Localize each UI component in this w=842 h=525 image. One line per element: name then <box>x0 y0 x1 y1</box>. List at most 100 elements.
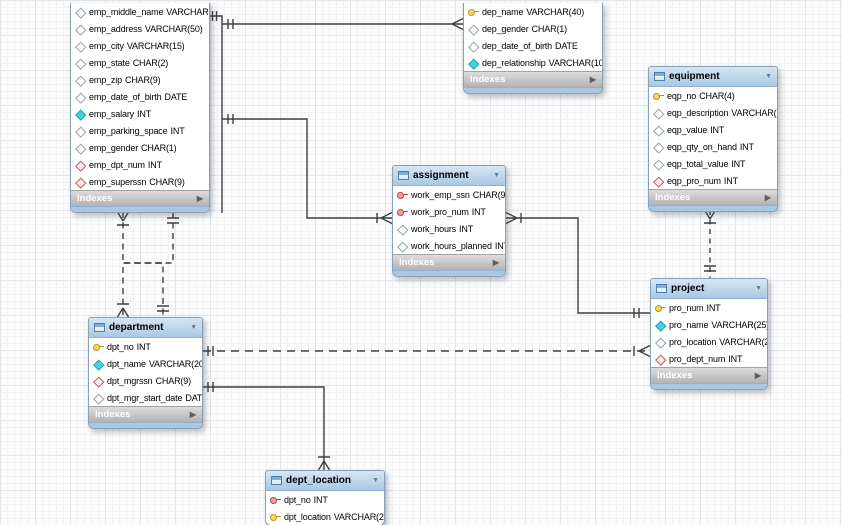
column-name: dep_name <box>482 6 524 17</box>
rel-employee-self[interactable] <box>210 11 223 213</box>
rel-department-dept-location[interactable] <box>203 382 331 471</box>
table-employee[interactable]: emp_middle_nameVARCHAR(25)emp_addressVAR… <box>70 3 210 213</box>
column-type: INT <box>459 223 474 234</box>
chevron-down-icon[interactable]: ▼ <box>493 172 500 179</box>
primary-key-icon <box>468 7 479 17</box>
table-bottom-strip <box>89 422 202 428</box>
column-row[interactable]: dpt_mgr_start_dateDATE <box>89 389 202 406</box>
rel-employee-dependent[interactable] <box>222 17 464 31</box>
chevron-down-icon[interactable]: ▼ <box>755 285 762 292</box>
notnull-column-icon <box>468 58 479 68</box>
table-icon <box>271 476 282 485</box>
primary-key-icon <box>655 303 666 313</box>
indexes-bar[interactable]: Indexes▶ <box>464 71 602 87</box>
chevron-down-icon[interactable]: ▼ <box>765 73 772 80</box>
rel-employee-assignment[interactable] <box>222 114 393 225</box>
nullable-column-icon <box>93 393 104 403</box>
column-type: VARCHAR(40) <box>526 6 585 17</box>
chevron-down-icon[interactable]: ▼ <box>190 324 197 331</box>
foreign-key-column-icon <box>93 376 104 386</box>
indexes-bar[interactable]: Indexes ▶ <box>89 406 202 422</box>
column-type: INT <box>147 159 162 170</box>
rel-assignment-project[interactable] <box>505 211 650 319</box>
column-type: VARCHAR(50) <box>144 23 203 34</box>
expand-arrow-icon[interactable]: ▶ <box>196 193 203 203</box>
expand-arrow-icon[interactable]: ▶ <box>754 370 761 380</box>
chevron-down-icon[interactable]: ▼ <box>372 477 379 484</box>
column-name: dpt_location <box>284 511 331 522</box>
indexes-bar[interactable]: Indexes▶ <box>651 367 767 383</box>
column-row[interactable]: work_hours_plannedINT <box>393 237 505 254</box>
table-title: project <box>671 283 705 294</box>
expand-arrow-icon[interactable]: ▶ <box>189 409 196 419</box>
column-name: dep_date_of_birth <box>482 40 553 51</box>
indexes-bar[interactable]: Indexes▶ <box>649 189 777 205</box>
nullable-column-icon <box>468 24 479 34</box>
expand-arrow-icon[interactable]: ▶ <box>764 192 771 202</box>
column-type: INT <box>731 158 746 169</box>
foreign-key-column-icon <box>653 176 664 186</box>
column-name: emp_superssn <box>89 176 147 187</box>
column-type: VARCHAR(20) <box>333 511 384 522</box>
table-header[interactable]: department▼ <box>89 318 202 338</box>
expand-arrow-icon[interactable]: ▶ <box>589 74 596 84</box>
nullable-column-icon <box>653 142 664 152</box>
table-header[interactable]: equipment▼ <box>649 67 777 87</box>
column-name: dpt_no <box>284 494 311 505</box>
rel-department-project[interactable] <box>203 344 651 358</box>
table-header[interactable]: dept_location▼ <box>266 471 384 491</box>
indexes-bar[interactable]: Indexes▶ <box>71 190 209 206</box>
column-name: pro_dept_num <box>669 353 726 364</box>
rel-equipment-project[interactable] <box>703 209 717 278</box>
expand-arrow-icon[interactable]: ▶ <box>492 257 499 267</box>
rel-employee-department[interactable] <box>116 212 179 318</box>
table-header[interactable]: assignment▼ <box>393 166 505 186</box>
table-header[interactable]: project ▼ <box>651 279 767 299</box>
column-name: emp_zip <box>89 74 122 85</box>
primary-key-icon <box>653 91 664 101</box>
column-type: CHAR(4) <box>699 90 735 101</box>
indexes-label: Indexes <box>95 409 131 420</box>
rel-department-employee[interactable] <box>116 211 169 317</box>
indexes-bar[interactable]: Indexes▶ <box>393 254 505 270</box>
